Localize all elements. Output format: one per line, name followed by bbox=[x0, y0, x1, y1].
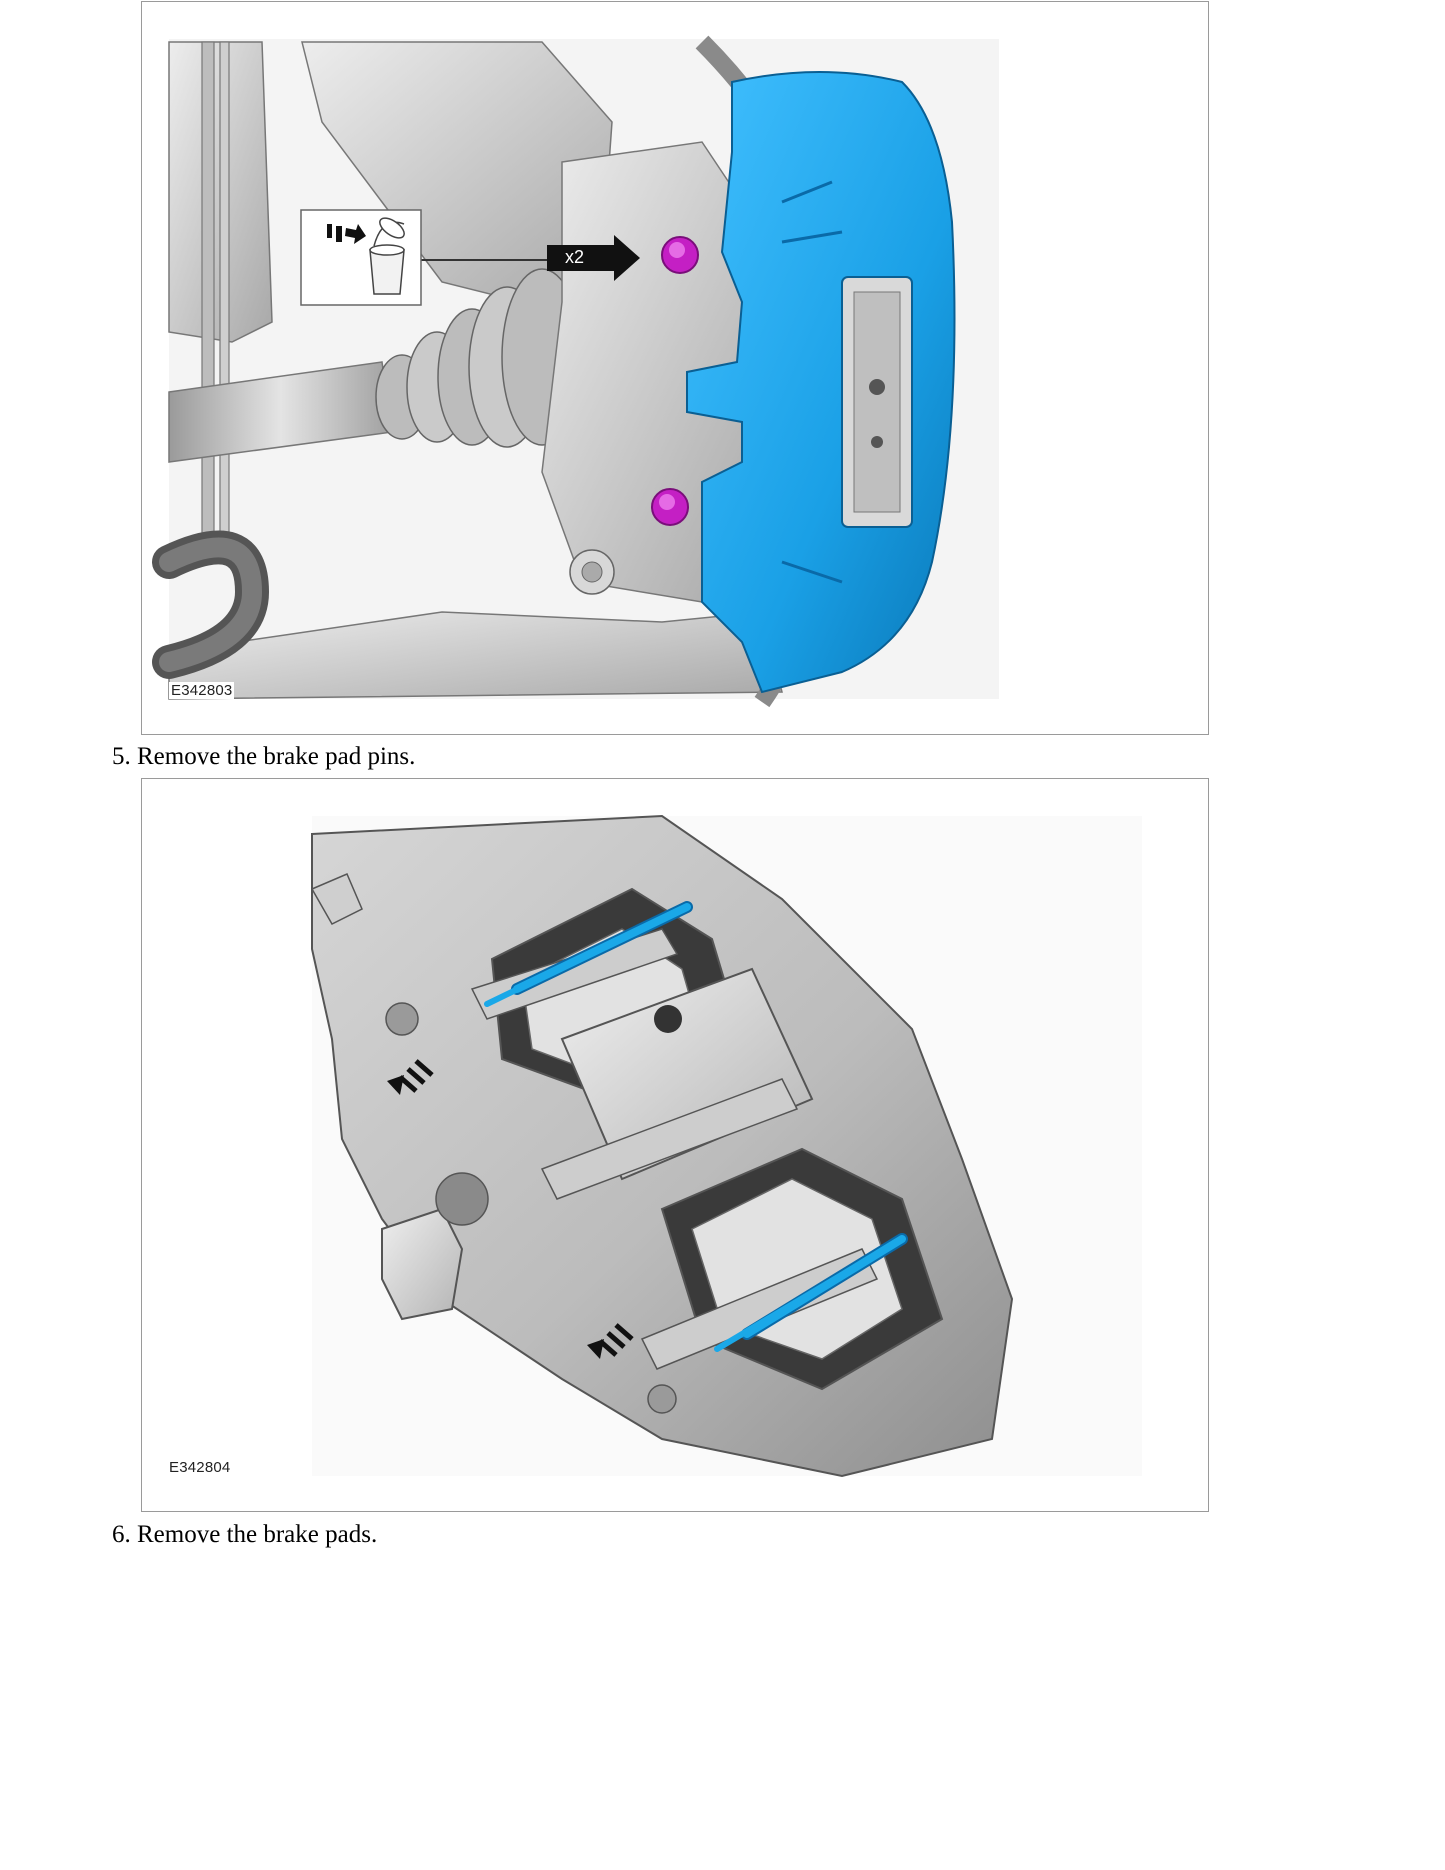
figure-id: E342803 bbox=[169, 682, 235, 699]
figure-caliper-bolts: E342803 x2 bbox=[141, 1, 1209, 735]
caliper-illustration bbox=[152, 35, 999, 708]
remove-arrow-icon bbox=[327, 224, 366, 244]
step-text: Remove the brake pads. bbox=[137, 1521, 378, 1548]
figure-id: E342804 bbox=[169, 1459, 231, 1476]
brake-pad-pin-upper bbox=[484, 901, 693, 1007]
discard-bin-icon bbox=[300, 209, 422, 306]
step-number: 6. bbox=[112, 1521, 131, 1548]
remove-arrow-icon bbox=[387, 1059, 434, 1095]
step-item: 6. Remove the brake pads. bbox=[112, 1520, 377, 1550]
caliper-bolt-upper bbox=[661, 236, 699, 274]
brake-pad-pin-lower bbox=[714, 1233, 908, 1352]
step-number: 5. bbox=[112, 743, 131, 770]
figure-brake-pad-pins: E342804 bbox=[141, 778, 1209, 1512]
step-text: Remove the brake pad pins. bbox=[137, 743, 416, 770]
callout-quantity-label: x2 bbox=[565, 247, 585, 267]
caliper-pins-illustration bbox=[310, 814, 1142, 1478]
remove-arrow-icon bbox=[587, 1323, 634, 1359]
step-item: 5. Remove the brake pad pins. bbox=[112, 742, 415, 772]
callout-arrow-icon bbox=[547, 235, 640, 281]
caliper-bolt-lower bbox=[651, 488, 689, 526]
